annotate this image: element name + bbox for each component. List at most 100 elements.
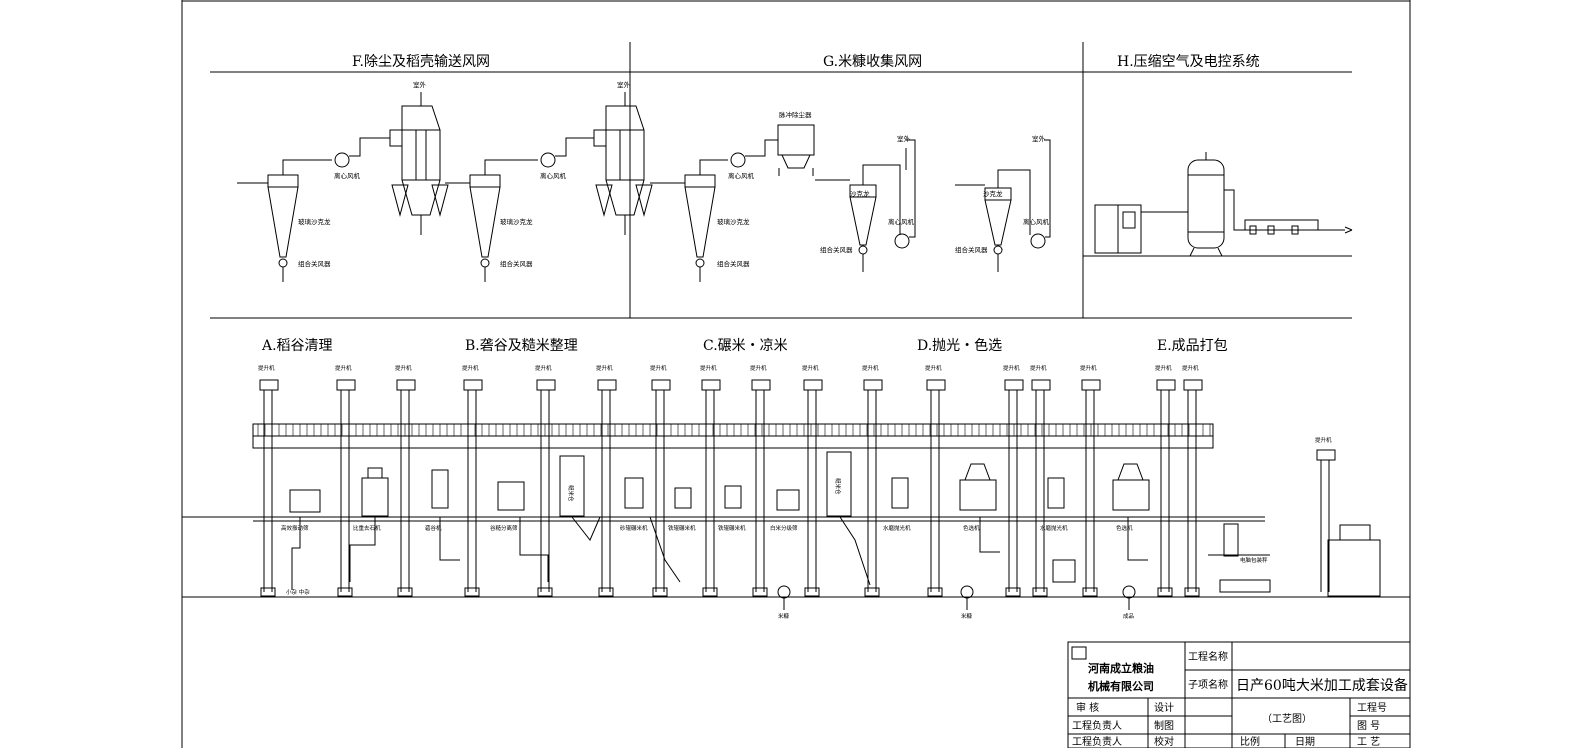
elevator-label: 提升机	[258, 364, 275, 372]
label-airlock-5: 组合关风器	[955, 245, 988, 254]
elevator-label: 提升机	[596, 364, 613, 372]
label-vibrating-screen: 高效振动筛	[281, 524, 309, 532]
bucket-elevator	[259, 379, 279, 597]
cyclone-unit-1	[237, 92, 449, 282]
drawing-type: （工艺图）	[1262, 713, 1312, 725]
bucket-elevator	[336, 379, 356, 597]
label-water-polisher-1: 水磨抛光机	[883, 524, 911, 532]
label-fan-4: 离心风机	[888, 217, 915, 226]
project-lead-label: 工程负责人	[1072, 719, 1122, 732]
bucket-elevator	[701, 379, 721, 597]
label-glass-cyclone-3: 玻璃沙克龙	[717, 217, 750, 226]
bucket-elevator	[863, 379, 883, 597]
elevator-label: 提升机	[1080, 364, 1097, 372]
elevator-label: 提升机	[650, 364, 667, 372]
label-outdoor-1: 室外	[413, 80, 427, 89]
label-iron-whitener-1: 铁辊碾米机	[668, 524, 696, 532]
label-bran-2: 米糠	[961, 612, 973, 620]
elevator-label: 提升机	[1182, 364, 1199, 372]
bucket-elevator	[1316, 449, 1336, 592]
label-cyclone-1: 沙克龙	[850, 189, 870, 198]
subproject-value: 日产60吨大米加工成套设备	[1236, 677, 1408, 694]
bucket-elevator	[1183, 379, 1203, 597]
project-no-label: 工程号	[1357, 702, 1387, 714]
elevator-label: 提升机	[802, 364, 819, 372]
elevator-label: 提升机	[462, 364, 479, 372]
design-label: 设计	[1154, 701, 1174, 714]
section-title-c: C.碾米・凉米	[703, 338, 788, 354]
craft-label: 工 艺	[1357, 736, 1380, 748]
company-name-line1: 河南成立粮油	[1088, 661, 1154, 675]
review-label: 审 核	[1076, 701, 1099, 714]
elevator-label: 提升机	[335, 364, 352, 372]
bucket-elevator	[926, 379, 946, 597]
title-block: 河南成立粮油 机械有限公司 工程名称 子项名称 日产60吨大米加工成套设备 审 …	[1067, 641, 1411, 748]
bucket-elevator	[597, 379, 617, 597]
section-title-a: A.稻谷清理	[261, 338, 333, 354]
elevator-label: 提升机	[1315, 436, 1332, 444]
section-title-f: F.除尘及稻壳输送风网	[352, 53, 490, 70]
drawing-label: 制图	[1154, 719, 1174, 732]
label-airlock-2: 组合关风器	[500, 259, 533, 268]
bucket-elevator	[803, 379, 823, 597]
label-airlock-1: 组合关风器	[298, 259, 331, 268]
pit-ducts	[291, 516, 1148, 610]
air-network-g: 脉冲除尘器 离心风机 玻璃沙克龙 组合关风器 沙克龙 沙克龙 室外 室外 离心风…	[650, 110, 1051, 282]
section-titles: F.除尘及稻壳输送风网 G.米糠收集风网 H.压缩空气及电控系统 A.稻谷清理 …	[261, 53, 1260, 354]
scale-label: 比例	[1240, 735, 1260, 748]
bucket-elevator	[396, 379, 416, 597]
label-pulse-collector: 脉冲除尘器	[779, 110, 812, 119]
elevator-label: 提升机	[535, 364, 552, 372]
label-small-outlet: 小杂 中杂	[286, 588, 310, 596]
bucket-elevator	[1004, 379, 1024, 597]
check-label: 校对	[1154, 735, 1174, 748]
company-name-line2: 机械有限公司	[1088, 679, 1154, 693]
label-airlock-4: 组合关风器	[820, 245, 853, 254]
label-color-sorter-1: 色选机	[963, 524, 980, 532]
drawing-frame	[181, 0, 1411, 748]
date-label: 日期	[1295, 736, 1315, 748]
label-iron-whitener-2: 铁辊碾米机	[718, 524, 746, 532]
elevator-label: 提升机	[700, 364, 717, 372]
elevator-label: 提升机	[862, 364, 879, 372]
label-destoner: 比重去石机	[353, 524, 381, 532]
bucket-elevator	[1031, 379, 1051, 597]
elevator-label: 提升机	[1155, 364, 1172, 372]
company-logo	[1071, 646, 1087, 660]
label-rice-grader: 白米分级筛	[770, 524, 798, 532]
elevator-label: 提升机	[1003, 364, 1020, 372]
cyclone-unit-2	[445, 92, 653, 282]
label-paddy-separator: 谷糙分离筛	[490, 524, 518, 532]
elevator-label: 提升机	[1030, 364, 1047, 372]
machines	[289, 451, 1381, 597]
label-fan-1: 离心风机	[334, 171, 361, 180]
drawing-no-label: 图 号	[1357, 720, 1380, 732]
project-name-label: 工程名称	[1188, 650, 1228, 663]
section-title-d: D.抛光・色选	[917, 337, 1002, 354]
label-glass-cyclone-1: 玻璃沙克龙	[298, 217, 331, 226]
label-husker: 砻谷机	[425, 524, 442, 532]
label-bran-1: 米糠	[778, 612, 790, 620]
project-lead-label-2: 工程负责人	[1072, 735, 1122, 748]
process-line: 高效振动筛 比重去石机 砻谷机 谷糙分离筛 砂辊碾米机 铁辊碾米机 铁辊碾米机 …	[182, 364, 1381, 620]
label-cyclone-2: 沙克龙	[983, 189, 1003, 198]
label-outdoor-4: 室外	[1032, 134, 1046, 143]
bucket-elevator	[1156, 379, 1176, 597]
label-emery-whitener: 砂辊碾米机	[620, 524, 648, 532]
label-color-sorter-2: 色选机	[1116, 524, 1133, 532]
bucket-elevator	[463, 379, 483, 597]
label-bin-1: 糙米仓	[567, 485, 575, 502]
label-glass-cyclone-2: 玻璃沙克龙	[500, 217, 533, 226]
bucket-elevator	[751, 379, 771, 597]
label-outdoor-2: 室外	[617, 80, 631, 89]
label-auto-packer: 电脑包装秤	[1240, 556, 1268, 564]
compressed-air-system	[1083, 152, 1353, 257]
label-bag: 成品	[1123, 612, 1135, 620]
section-title-b: B.砻谷及糙米整理	[465, 338, 578, 354]
subproject-label: 子项名称	[1188, 678, 1228, 691]
air-network-f: 室外 室外 离心风机 离心风机 玻璃沙克龙 玻璃沙克龙 组合关风器 组合关风器	[237, 80, 653, 282]
label-fan-2: 离心风机	[540, 171, 567, 180]
section-title-h: H.压缩空气及电控系统	[1117, 54, 1260, 70]
label-airlock-3: 组合关风器	[717, 259, 750, 268]
